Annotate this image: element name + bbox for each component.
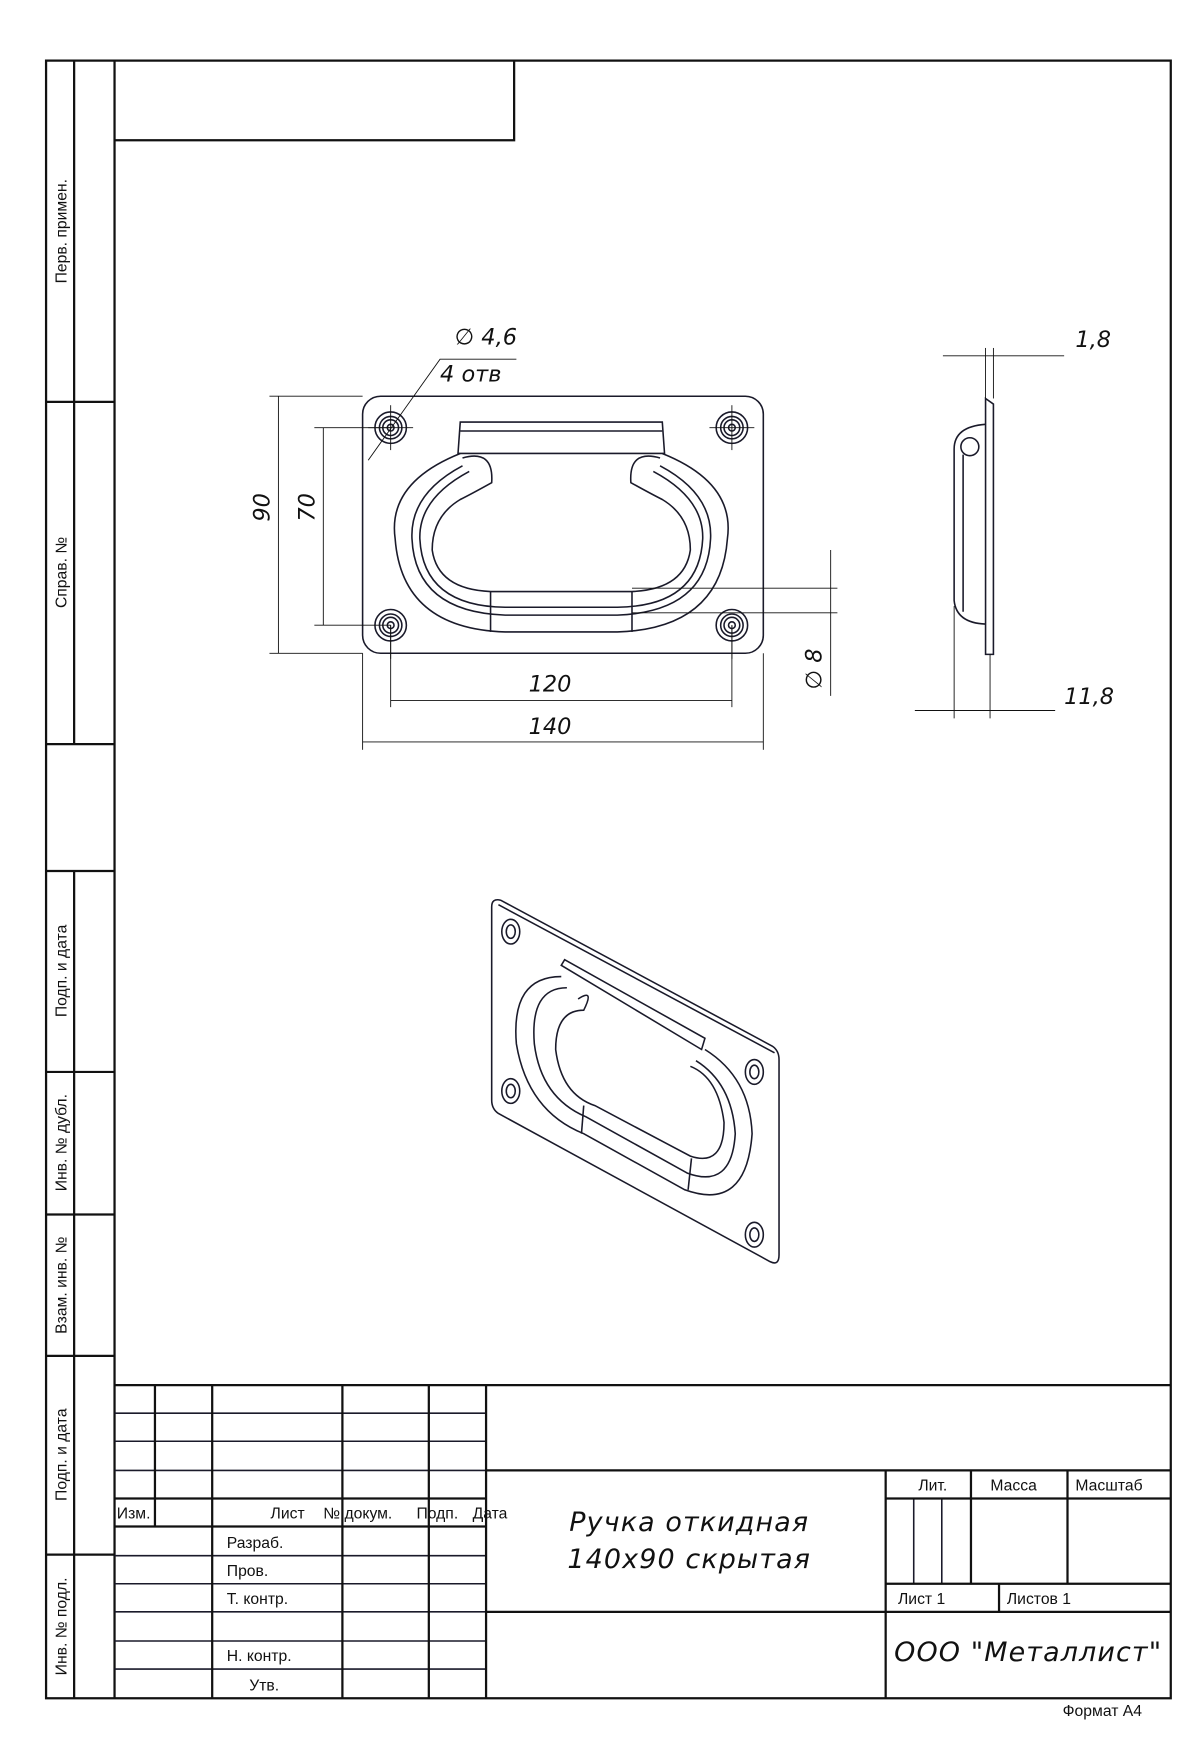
header-doc: № докум. (323, 1506, 392, 1523)
sheet-frame (44, 59, 1172, 1700)
header-izm: Изм. (117, 1506, 151, 1523)
side-stamps: Перв. примен. Справ. № Подп. и дата Инв.… (53, 179, 70, 1675)
format-label: Формат А4 (1063, 1703, 1143, 1720)
stamp-inv-podl: Инв. № подл. (53, 1578, 70, 1676)
dim-hole-diameter: ∅ 4,6 (455, 325, 517, 351)
dim-height-total: 90 (249, 493, 275, 522)
stamp-inv-dubl: Инв. № дубл. (53, 1094, 70, 1191)
role-utv: Утв. (249, 1677, 279, 1694)
stamp-podp-data-2: Подп. и дата (53, 1408, 70, 1501)
dim-hole-count: 4 отв (440, 362, 501, 388)
header-date: Дата (473, 1506, 508, 1523)
mounting-holes (368, 405, 755, 659)
dim-depth: 11,8 (1064, 684, 1114, 710)
isometric-view (490, 898, 780, 1264)
lit-label: Лит. (918, 1478, 947, 1495)
mass-label: Масса (990, 1478, 1037, 1495)
role-n-kontr: Н. контр. (227, 1648, 292, 1665)
role-razrab: Разраб. (227, 1535, 284, 1552)
dim-handle-diameter: ∅ 8 (802, 649, 828, 690)
stamp-podp-data-1: Подп. и дата (53, 924, 70, 1017)
header-list: Лист (271, 1506, 305, 1523)
drawing-title-line1: Ручка откидная (569, 1507, 809, 1538)
side-view: 1,8 11,8 (914, 327, 1114, 719)
drawing-title-line2: 140х90 скрытая (567, 1544, 811, 1575)
title-block: Изм. Лист № докум. Подп. Дата Разраб. Пр… (114, 1383, 1171, 1720)
dim-width-holes: 120 (529, 671, 572, 697)
company-name: ООО "Металлист" (894, 1637, 1162, 1668)
scale-label: Масштаб (1075, 1478, 1142, 1495)
dim-thickness: 1,8 (1075, 327, 1111, 353)
stamp-perv-primen: Перв. примен. (53, 179, 70, 283)
front-view: ∅ 4,6 4 отв 90 70 120 140 ∅ 8 (249, 325, 838, 750)
sheet-number: Лист 1 (898, 1591, 945, 1608)
dim-height-holes: 70 (294, 493, 320, 522)
sheet-count: Листов 1 (1007, 1591, 1071, 1608)
header-sign: Подп. (416, 1506, 458, 1523)
dimension-lines (269, 358, 838, 750)
dim-width-total: 140 (529, 714, 572, 740)
stamp-vzam-inv: Взам. инв. № (53, 1236, 70, 1333)
role-t-kontr: Т. контр. (227, 1591, 288, 1608)
stamp-sprav: Справ. № (53, 537, 70, 608)
handle (393, 421, 729, 633)
role-prov: Пров. (227, 1563, 268, 1580)
